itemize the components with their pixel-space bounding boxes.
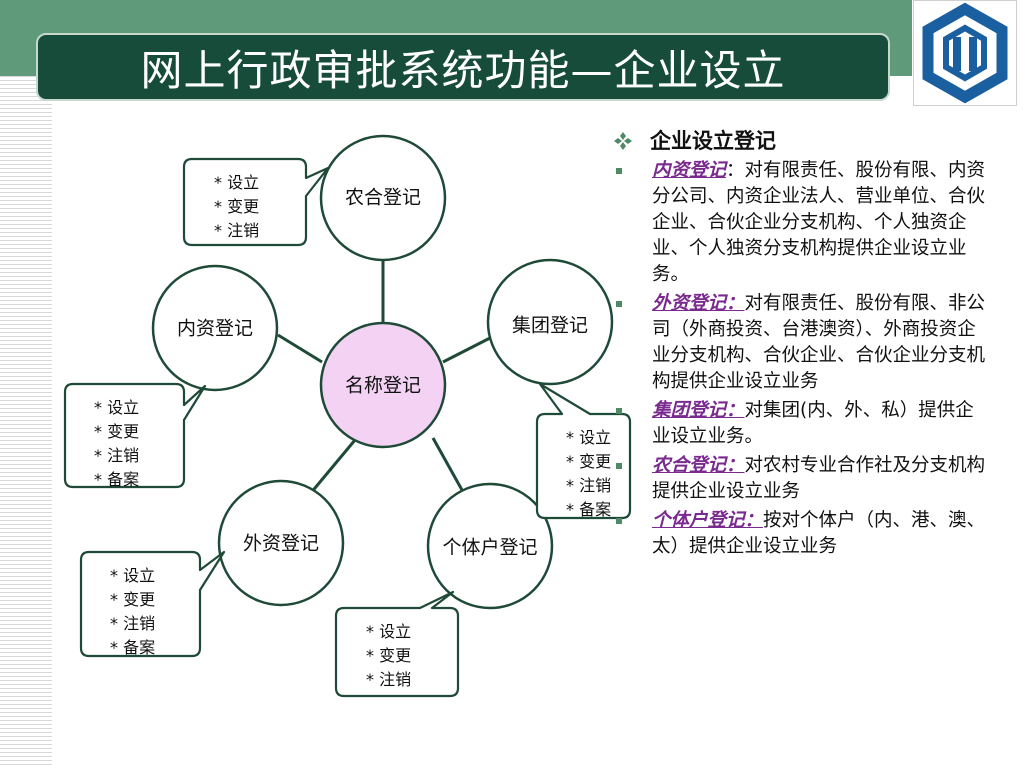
node-label-center: 名称登记	[345, 375, 421, 397]
logo-container	[913, 0, 1017, 106]
slide-title: 网上行政审批系统功能—企业设立	[140, 45, 786, 95]
title-banner: 网上行政审批系统功能—企业设立	[36, 33, 890, 101]
list-item-jituan: 集团登记：对集团(内、外、私）提供企业设立业务。	[612, 398, 987, 450]
item-text: 对有限责任、股份有限、非公司（外商投资、台港澳资）、外商投资企业分支机构、合伙企…	[652, 293, 986, 392]
callout-getihu-line-3: * 注销	[366, 670, 411, 689]
callout-neizi: * 设立 * 变更 * 注销 * 备案	[63, 382, 207, 489]
side-stripes	[0, 76, 52, 768]
callout-neizi-line-4: * 备案	[94, 470, 139, 489]
connector-getihu	[431, 437, 464, 491]
square-bullet-icon	[616, 408, 622, 414]
item-separator: ：	[726, 160, 745, 181]
list-item-neizi: 内资登记：对有限责任、股份有限、内资分公司、内资企业法人、营业单位、合伙企业、合…	[612, 158, 987, 288]
node-neizi: 内资登记	[151, 264, 279, 392]
connector-jituan	[442, 336, 491, 364]
node-center: 名称登记	[319, 321, 447, 449]
square-bullet-icon	[616, 463, 622, 469]
node-label-nonghe: 农合登记	[345, 187, 421, 209]
square-bullet-icon	[616, 518, 622, 524]
callout-jituan-line-1: * 设立	[566, 428, 611, 447]
callout-neizi-line-3: * 注销	[94, 446, 139, 465]
node-label-waizi: 外资登记	[243, 533, 319, 555]
item-text: 对农村专业合作社及分支机构提供企业设立业务	[652, 455, 986, 502]
company-logo-icon	[922, 2, 1008, 104]
callout-nonghe: * 设立 * 变更 * 注销	[182, 157, 330, 247]
callout-jituan: * 设立 * 变更 * 注销 * 备案	[535, 382, 632, 520]
list-item-nonghe: 农合登记：对农村专业合作社及分支机构提供企业设立业务	[612, 453, 987, 505]
item-text: 按对个体户（内、港、澳、太）提供企业设立业务	[652, 510, 986, 557]
node-label-jituan: 集团登记	[512, 315, 588, 337]
callout-waizi-line-3: * 注销	[110, 614, 155, 633]
item-term: 农合登记：	[652, 455, 745, 476]
node-getihu: 个体户登记	[426, 482, 554, 610]
callout-nonghe-line-3: * 注销	[214, 221, 259, 240]
callout-waizi-line-1: * 设立	[110, 566, 155, 585]
panel-heading-text: 企业设立登记	[650, 129, 776, 153]
list-item-waizi: 外资登记：对有限责任、股份有限、非公司（外商投资、台港澳资）、外商投资企业分支机…	[612, 291, 987, 395]
callout-getihu-line-2: * 变更	[366, 646, 411, 665]
description-panel: 企业设立登记 内资登记：对有限责任、股份有限、内资分公司、内资企业法人、营业单位…	[612, 128, 987, 563]
item-text: 对集团(内、外、私）提供企业设立业务。	[652, 400, 974, 447]
callout-nonghe-line-1: * 设立	[214, 173, 259, 192]
callout-getihu: * 设立 * 变更 * 注销	[334, 590, 460, 698]
node-nonghe: 农合登记	[319, 134, 447, 262]
connector-neizi	[277, 333, 323, 364]
callout-waizi-line-4: * 备案	[110, 638, 155, 657]
square-bullet-icon	[616, 301, 622, 307]
callout-neizi-line-1: * 设立	[94, 398, 139, 417]
callout-jituan-line-2: * 变更	[566, 452, 611, 471]
node-label-getihu: 个体户登记	[442, 537, 537, 559]
node-waizi: 外资登记	[217, 479, 345, 607]
item-term: 集团登记：	[652, 400, 745, 421]
connector-waizi	[308, 439, 357, 495]
item-term: 个体户登记：	[652, 510, 764, 531]
callout-jituan-line-4: * 备案	[566, 500, 611, 519]
callout-waizi: * 设立 * 变更 * 注销 * 备案	[79, 550, 226, 658]
node-jituan: 集团登记	[486, 258, 614, 386]
callout-getihu-line-1: * 设立	[366, 622, 411, 641]
callout-waizi-line-2: * 变更	[110, 590, 155, 609]
panel-heading: 企业设立登记	[612, 128, 987, 154]
callout-nonghe-line-2: * 变更	[214, 197, 259, 216]
item-text: 对有限责任、股份有限、内资分公司、内资企业法人、营业单位、合伙企业、合伙企业分支…	[652, 160, 986, 285]
node-label-neizi: 内资登记	[177, 318, 253, 340]
callout-jituan-line-3: * 注销	[566, 476, 611, 495]
square-bullet-icon	[616, 168, 622, 174]
diamond-bullet-icon	[614, 132, 632, 150]
list-item-getihu: 个体户登记：按对个体户（内、港、澳、太）提供企业设立业务	[612, 508, 987, 560]
item-term: 内资登记	[652, 160, 727, 181]
item-term: 外资登记：	[652, 293, 745, 314]
callout-neizi-line-2: * 变更	[94, 422, 139, 441]
